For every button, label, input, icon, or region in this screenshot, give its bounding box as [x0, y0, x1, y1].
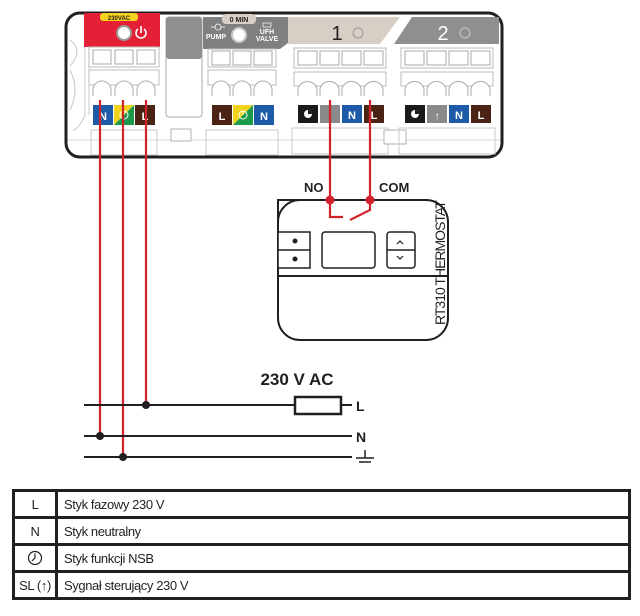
blank-slot — [165, 16, 203, 142]
legend-row: Styk funkcji NSB — [12, 543, 631, 573]
thermostat-display — [321, 231, 376, 269]
svg-text:L: L — [478, 110, 485, 122]
sun-icon — [292, 238, 298, 244]
svg-text:N: N — [455, 110, 463, 122]
zone-1-section: 1 ↑ — [288, 17, 400, 155]
svg-text:N: N — [99, 111, 107, 123]
legend-symbol: SL (↑) — [12, 570, 58, 600]
moon-icon — [292, 256, 298, 262]
terminal-zone-2-N: N — [449, 105, 469, 123]
terminal-block-zone-2 — [400, 47, 494, 96]
legend-description: Styk funkcji NSB — [55, 543, 631, 573]
junction-N — [96, 432, 104, 440]
line-L-label: L — [356, 398, 365, 414]
legend-description: Styk fazowy 230 V — [55, 489, 631, 519]
power-section: 230VAC N — [84, 13, 160, 156]
down-arrow-icon — [396, 255, 404, 260]
svg-text:L: L — [371, 110, 378, 122]
supply-lines: 230 V AC L N — [84, 370, 374, 463]
terminal-block-power — [88, 46, 160, 96]
pump-timer-label: 0 MIN — [230, 17, 249, 24]
line-N-label: N — [356, 429, 366, 445]
svg-text:N: N — [260, 111, 268, 123]
terminal-zone-2-sl: ↑ — [427, 105, 447, 123]
svg-text:↑: ↑ — [435, 111, 440, 122]
terminal-zone-1-L: L — [364, 105, 384, 123]
terminal-zone-2-L: L — [471, 105, 491, 123]
up-arrow-icon — [396, 240, 404, 245]
legend-symbol-clock — [12, 543, 58, 573]
pump-label: PUMP — [206, 34, 227, 41]
terminal-pump-N: N — [254, 105, 274, 125]
junction-ground — [119, 453, 127, 461]
junction-L — [142, 401, 150, 409]
legend-row: L Styk fazowy 230 V — [12, 489, 631, 519]
junction-com — [365, 195, 375, 205]
zone-1-number: 1 — [331, 23, 342, 45]
valve-label: VALVE — [256, 36, 279, 43]
legend-description: Styk neutralny — [55, 516, 631, 546]
control-module: 230VAC N — [64, 11, 504, 159]
zone-2-section: 2 ↑ — [394, 17, 499, 155]
ufh-label: UFH — [260, 29, 274, 36]
zone-1-led — [352, 27, 364, 39]
power-button[interactable] — [116, 25, 132, 41]
power-icon — [135, 26, 147, 39]
zone-2-led — [459, 27, 471, 39]
terminal-pump-L: L — [212, 105, 232, 125]
terminal-power-N: N — [93, 105, 113, 125]
pump-timer-button[interactable] — [231, 27, 247, 43]
legend-symbol: N — [12, 516, 58, 546]
legend-row: N Styk neutralny — [12, 516, 631, 546]
pump-section: 0 MIN PUMP UFH VALVE — [203, 14, 288, 156]
terminal-block-pump — [207, 48, 277, 96]
pump-icon — [211, 23, 225, 31]
wiring-diagram: 230VAC N — [64, 11, 504, 463]
legend-description: Sygnał sterujący 230 V — [55, 570, 631, 600]
fuse — [293, 395, 343, 416]
wires — [98, 100, 372, 457]
thermostat-left-buttons[interactable] — [277, 231, 311, 269]
terminal-zone-1-N: N — [342, 105, 362, 123]
junction-no — [325, 195, 335, 205]
legend-symbol: L — [12, 489, 58, 519]
valve-icon — [262, 22, 272, 28]
svg-text:L: L — [219, 111, 226, 123]
legend-table: L Styk fazowy 230 V N Styk neutralny Sty… — [12, 489, 631, 600]
thermostat: RT310 THERMOSTAT NO COM — [277, 180, 449, 341]
terminal-block-zone-1 — [293, 47, 387, 96]
terminal-pump-earth — [233, 105, 253, 125]
terminal-zone-2-nsb — [405, 105, 425, 123]
supply-voltage-label: 230 V AC — [260, 370, 333, 389]
legend-row: SL (↑) Sygnał sterujący 230 V — [12, 570, 631, 600]
zone-2-number: 2 — [437, 23, 448, 45]
no-label: NO — [304, 180, 324, 195]
svg-text:N: N — [348, 110, 356, 122]
ground-icon — [356, 450, 374, 463]
clock-icon — [27, 551, 43, 566]
terminal-zone-1-nsb — [298, 105, 318, 123]
com-label: COM — [379, 180, 409, 195]
power-voltage-label: 230VAC — [108, 16, 131, 22]
thermostat-model-label: RT310 THERMOSTAT — [432, 200, 448, 325]
relay-contact-no — [328, 200, 343, 219]
thermostat-arrow-buttons[interactable] — [386, 231, 416, 269]
